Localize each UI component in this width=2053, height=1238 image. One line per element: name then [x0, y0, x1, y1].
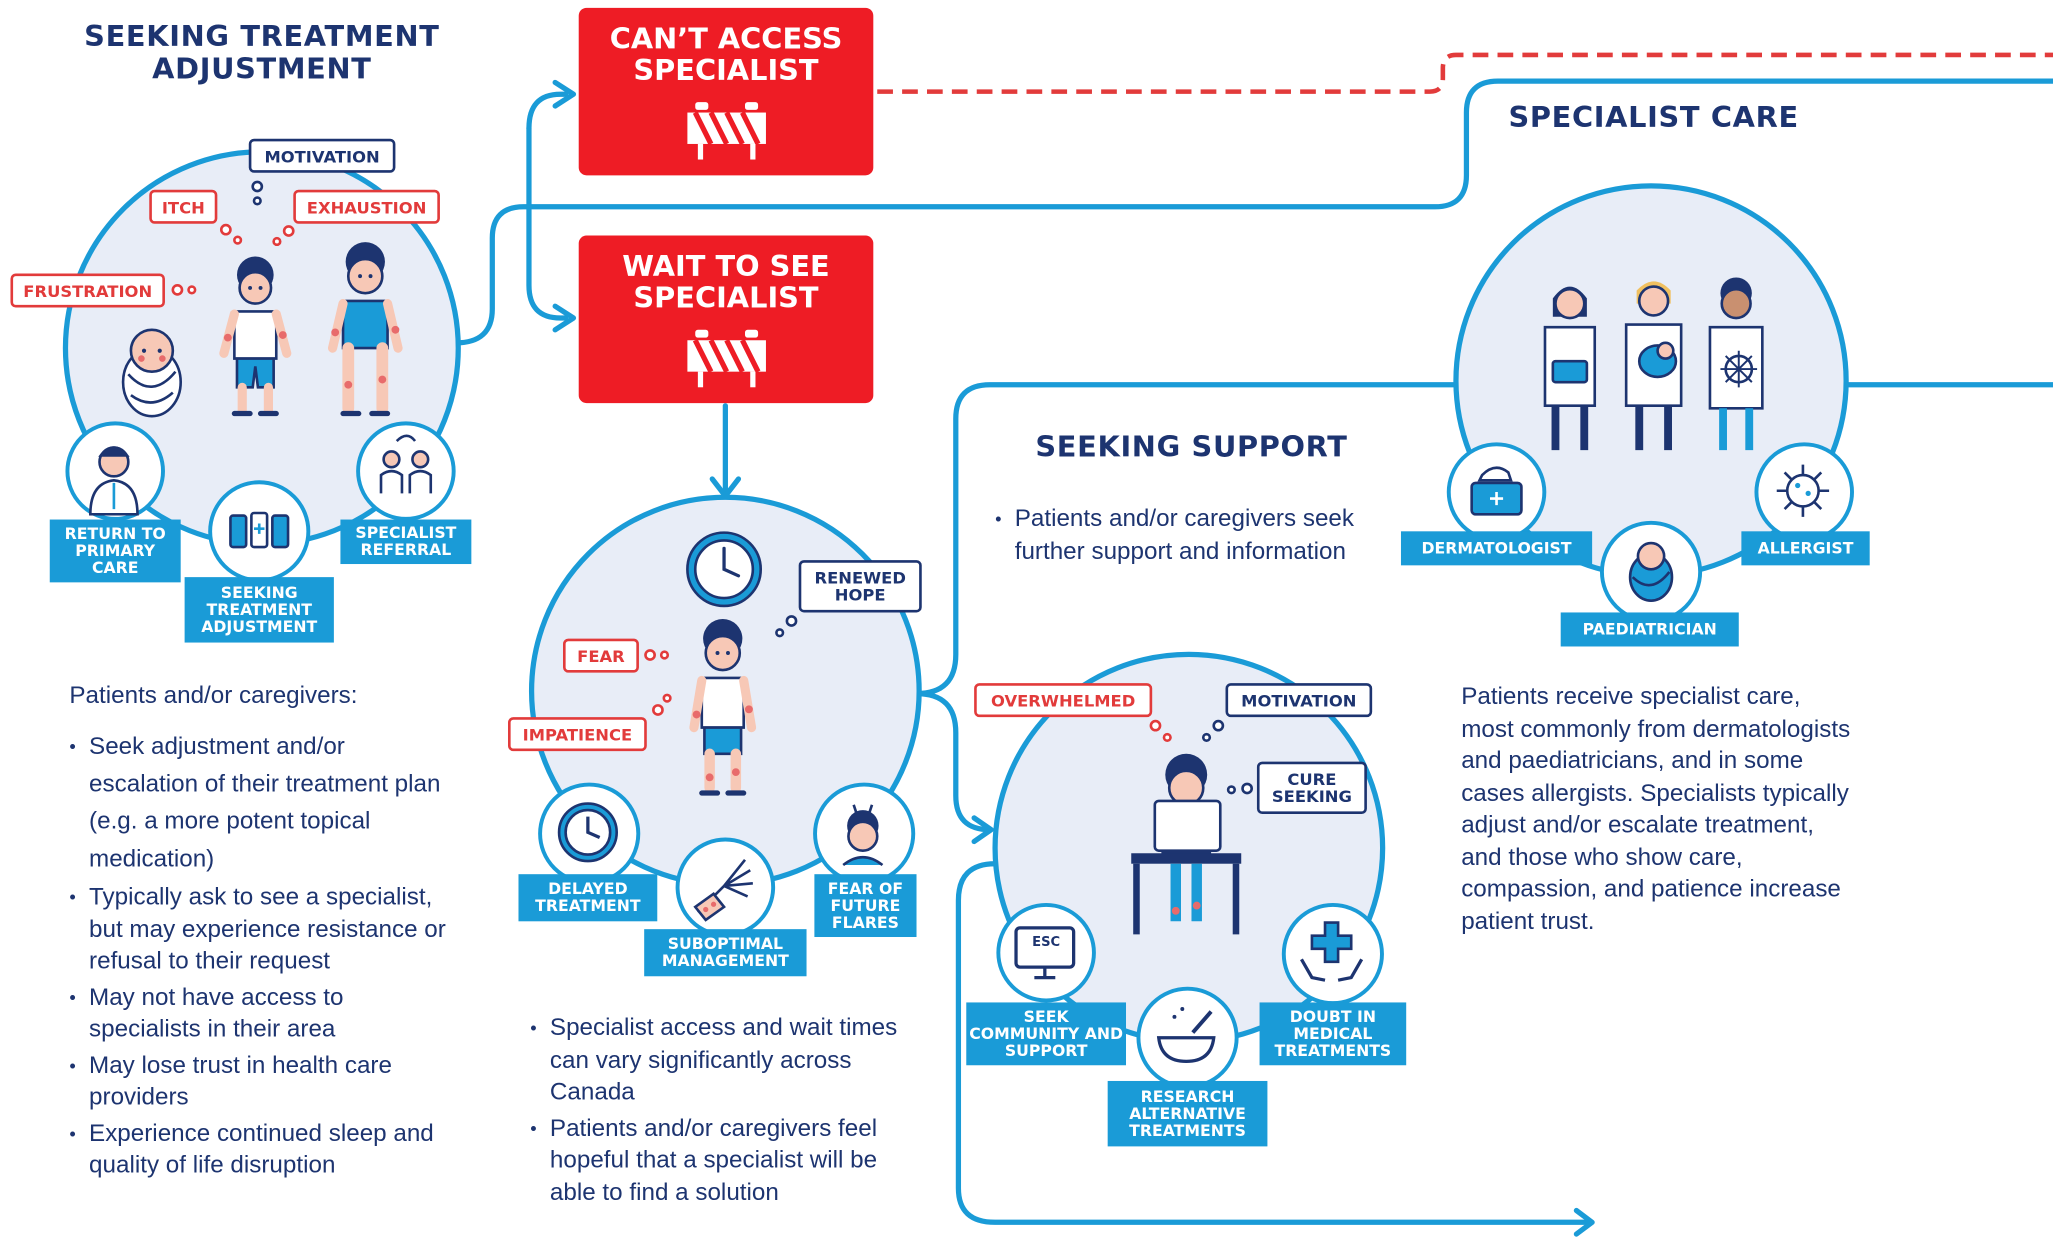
tag-itch: ITCH: [149, 189, 218, 224]
bullet-item: Seek adjustment and/or escalation of the…: [69, 728, 449, 877]
medical-cross-hands-icon: [1300, 921, 1364, 982]
treatment-adjustment-icon-circle: [208, 480, 311, 583]
thought-bubble: [252, 196, 262, 206]
fear-flares-label: FEAR OF FUTURE FLARES: [814, 874, 917, 938]
clock-icon: [686, 531, 763, 608]
tag-exhaustion: EXHAUSTION: [293, 189, 440, 224]
bullet-item: May not have access to specialists in th…: [69, 981, 449, 1045]
thought-bubble: [219, 223, 232, 236]
person-at-computer-figure: [1131, 753, 1242, 935]
thought-bubble: [1162, 732, 1172, 743]
child-figure: [219, 256, 292, 417]
tag-motivation: MOTIVATION: [1225, 683, 1373, 718]
seeking-adjustment-bullets: Seek adjustment and/or escalation of the…: [69, 728, 449, 1185]
primary-care-label: RETURN TO PRIMARY CARE: [49, 519, 181, 583]
wait-box: WAIT TO SEE SPECIALIST: [578, 235, 874, 404]
tag-impatience: IMPATIENCE: [508, 717, 647, 752]
bullet-item: Patients and/or caregivers seek further …: [995, 503, 1375, 567]
alternative-icon-circle: [1136, 986, 1239, 1089]
thought-bubble: [785, 615, 798, 627]
wait-bullets: Specialist access and wait times can var…: [530, 1012, 923, 1212]
doubt-label: DOUBT IN MEDICAL TREATMENTS: [1259, 1002, 1407, 1066]
paediatrician-label: PAEDIATRICIAN: [1560, 612, 1739, 647]
delayed-icon-circle: [538, 782, 641, 885]
monitor-icon: [1014, 926, 1076, 980]
thought-bubble: [662, 693, 672, 703]
waiting-child-figure: [689, 619, 757, 796]
thought-bubble: [1149, 719, 1162, 732]
thought-bubble: [1241, 782, 1254, 795]
alternative-label: RESEARCH ALTERNATIVE TREATMENTS: [1107, 1080, 1268, 1147]
doubt-icon-circle: [1281, 902, 1384, 1006]
barrier-icon: [687, 102, 766, 160]
paediatrician-icon-circle: [1599, 520, 1703, 623]
bullet-item: Specialist access and wait times can var…: [530, 1012, 923, 1108]
allergist-icon-circle: [1754, 442, 1854, 542]
esc-key-label: ESC: [1032, 935, 1061, 951]
specialist-care-title: SPECIALIST CARE: [1508, 102, 1799, 135]
tag-motivation: MOTIVATION: [248, 138, 396, 173]
specialist-care-body: Patients receive specialist care, most c…: [1461, 681, 1851, 934]
seeking-support-title: SEEKING SUPPORT: [1035, 431, 1348, 465]
barrier-icon: [687, 329, 766, 388]
worried-face-icon: [842, 804, 884, 867]
seeking-adjustment-title: SEEKING TREATMENT ADJUSTMENT: [84, 20, 440, 87]
bullet-item: May lose trust in health care providers: [69, 1049, 449, 1113]
doctor-icon: [89, 446, 139, 516]
baby-figure: [121, 328, 182, 418]
dermatologist-icon-circle: [1446, 442, 1547, 542]
delayed-label: DELAYED TREATMENT: [518, 874, 658, 922]
community-icon-circle: ESC: [996, 902, 1096, 1003]
referral-icon-circle: [356, 421, 456, 521]
thought-bubble: [1226, 785, 1236, 795]
tag-overwhelmed: OVERWHELMED: [974, 683, 1153, 718]
swaddled-baby-icon: [1628, 541, 1674, 602]
paediatrician-figure: [1624, 281, 1683, 451]
tag-renewed-hope: RENEWED HOPE: [798, 560, 922, 613]
cant-access-box: CAN’T ACCESS SPECIALIST: [578, 7, 874, 176]
thought-bubble: [251, 180, 264, 193]
wait-title: WAIT TO SEE SPECIALIST: [622, 251, 830, 316]
referral-label: SPECIALIST REFERRAL: [340, 519, 472, 565]
dermatologist-figure: [1543, 286, 1597, 451]
bullet-item: Typically ask to see a specialist, but m…: [69, 881, 449, 977]
itchy-hand-icon: [693, 858, 753, 922]
thought-bubble: [1201, 732, 1212, 743]
thought-bubble: [272, 236, 282, 247]
tag-fear: FEAR: [563, 638, 639, 673]
referral-icon: [379, 434, 433, 494]
bullet-item: Patients and/or caregivers feel hopeful …: [530, 1112, 923, 1208]
tag-frustration: FRUSTRATION: [10, 273, 165, 308]
community-label: SEEK COMMUNITY AND SUPPORT: [966, 1002, 1127, 1066]
thought-bubble: [1212, 719, 1225, 732]
cream-jar-icon: [1470, 466, 1523, 516]
thought-bubble: [171, 283, 184, 296]
thought-bubble: [282, 225, 295, 237]
thought-bubble: [187, 285, 197, 295]
allergist-label: ALLERGIST: [1741, 531, 1870, 566]
topical-tubes-icon: [229, 511, 290, 549]
cant-access-title: CAN’T ACCESS SPECIALIST: [609, 23, 843, 88]
seeking-support-bullets: Patients and/or caregivers seek further …: [995, 503, 1375, 571]
mortar-pestle-icon: [1156, 1007, 1216, 1063]
thought-bubble: [233, 235, 243, 245]
thought-bubble: [775, 628, 785, 638]
adolescent-figure: [327, 242, 403, 417]
thought-bubble: [644, 649, 656, 661]
thought-bubble: [652, 704, 664, 716]
bullet-item: Experience continued sleep and quality o…: [69, 1117, 449, 1181]
suboptimal-label: SUBOPTIMAL MANAGEMENT: [644, 929, 807, 977]
allergist-figure: [1708, 277, 1764, 451]
primary-care-icon-circle: [65, 421, 165, 521]
thought-bubble: [659, 650, 670, 660]
seeking-adjustment-intro: Patients and/or caregivers:: [69, 680, 358, 708]
treatment-adjustment-label: SEEKING TREATMENT ADJUSTMENT: [184, 577, 334, 643]
allergen-icon: [1776, 464, 1830, 517]
clock-icon: [557, 802, 618, 863]
dermatologist-label: DERMATOLOGIST: [1400, 531, 1593, 566]
suboptimal-icon-circle: [675, 837, 776, 938]
tag-cure-seeking: CURE SEEKING: [1256, 761, 1367, 814]
fear-flares-icon-circle: [813, 782, 916, 885]
